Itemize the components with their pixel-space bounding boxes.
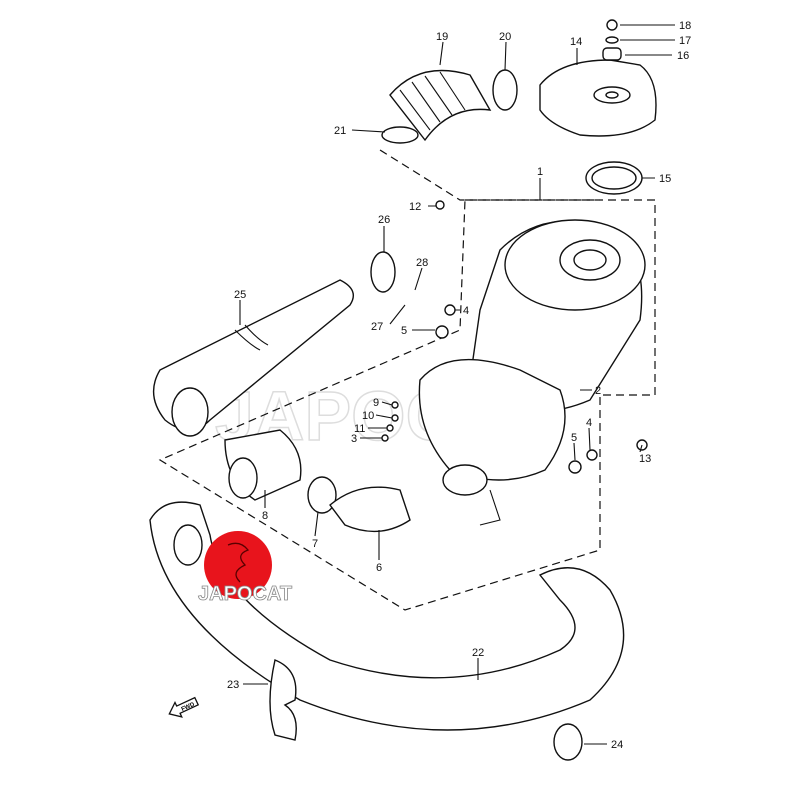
callout-12: 12 [409, 201, 421, 213]
callout-26: 26 [378, 214, 390, 226]
callout-23: 23 [227, 679, 239, 691]
callout-5-lower: 5 [571, 432, 577, 444]
callout-11: 11 [354, 423, 365, 435]
callout-17: 17 [679, 35, 691, 47]
part-16-18-fasteners [602, 19, 622, 61]
part-8-connector [224, 429, 302, 501]
part-6-hose [329, 486, 411, 533]
callout-19: 19 [436, 31, 448, 43]
callout-4-lower: 4 [586, 417, 592, 429]
fwd-arrow-icon: FWD [168, 696, 200, 718]
callout-14: 14 [570, 36, 582, 48]
callout-24: 24 [611, 739, 623, 751]
callout-3: 3 [351, 433, 357, 445]
callout-6: 6 [376, 562, 382, 574]
fwd-label: FWD [181, 701, 197, 712]
callout-22: 22 [472, 647, 484, 659]
part-26-clamp [370, 251, 396, 293]
callout-9: 9 [373, 397, 379, 409]
callout-7: 7 [312, 538, 318, 550]
assembly-outline [158, 199, 656, 611]
callout-15: 15 [659, 173, 671, 185]
callout-1: 1 [537, 166, 543, 178]
callout-13: 13 [639, 453, 651, 465]
callout-16: 16 [677, 50, 689, 62]
callout-10: 10 [362, 410, 374, 422]
part-20-clamp [492, 69, 518, 111]
part-24-clamp [553, 723, 583, 761]
part-21-clamp [381, 126, 419, 144]
callout-labels: 18 17 16 14 19 20 21 15 1 12 26 28 25 27… [227, 20, 691, 751]
logo-text: JAPOCAT [198, 583, 292, 605]
part-19-bellows-hose [389, 69, 492, 142]
callout-20: 20 [499, 31, 511, 43]
leader-dash [379, 149, 600, 201]
part-7-clamp [307, 476, 337, 514]
callout-18: 18 [679, 20, 691, 32]
part-23-bracket [269, 659, 297, 741]
logo-circle [204, 531, 272, 599]
small-fasteners [381, 200, 648, 474]
callout-8: 8 [262, 510, 268, 522]
part-22-intake-hose [149, 501, 625, 731]
part-1-2-air-cleaner [418, 219, 646, 526]
leader-lines [239, 24, 675, 745]
callout-27: 27 [371, 321, 383, 333]
part-25-inlet-duct [152, 279, 354, 437]
callout-2: 2 [595, 385, 601, 397]
logo-cat-icon [227, 542, 250, 583]
japocat-logo: JAPOCAT [198, 531, 292, 605]
callout-28: 28 [416, 257, 428, 269]
callout-5-upper: 5 [401, 325, 407, 337]
callout-21: 21 [334, 125, 346, 137]
callout-4-upper: 4 [463, 305, 469, 317]
part-14-cap [539, 59, 657, 137]
callout-25: 25 [234, 289, 246, 301]
